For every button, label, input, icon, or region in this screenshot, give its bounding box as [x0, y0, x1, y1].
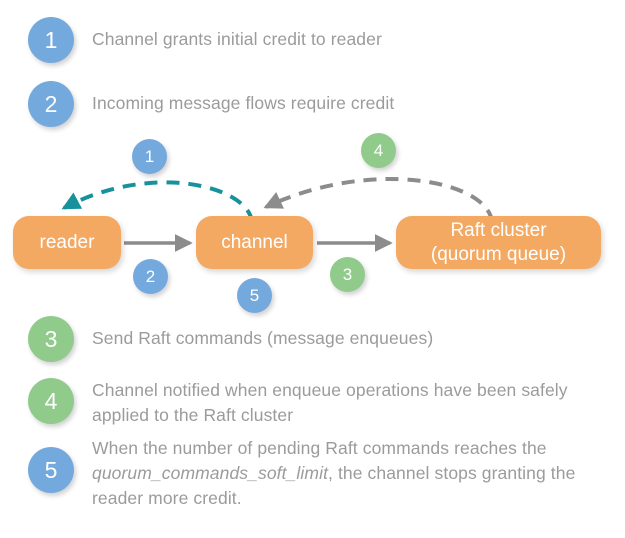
node-reader[interactable]: reader: [13, 216, 121, 269]
legend-text-1: Channel grants initial credit to reader: [92, 29, 382, 49]
marker-4-number: 4: [373, 140, 384, 160]
legend-text-2: Incoming message flows require credit: [92, 93, 395, 113]
marker-3-raft-commands: 3: [330, 257, 365, 292]
node-raft-cluster-label-line2: (quorum queue): [430, 243, 567, 265]
node-raft-cluster-label-line1: Raft cluster: [450, 219, 547, 241]
node-raft-cluster[interactable]: Raft cluster (quorum queue): [396, 216, 601, 269]
legend-bullet-4: 4: [28, 378, 74, 424]
node-channel-label: channel: [221, 231, 288, 253]
legend-bullet-2-number: 2: [44, 90, 58, 117]
legend-bullet-1: 1: [28, 17, 74, 63]
legend-bullet-3-number: 3: [44, 325, 58, 352]
marker-3-number: 3: [342, 264, 353, 284]
node-channel[interactable]: channel: [196, 216, 313, 269]
marker-1-number: 1: [144, 146, 155, 166]
legend-bullet-5-number: 5: [44, 456, 58, 483]
legend-text-3: Send Raft commands (message enqueues): [92, 328, 434, 348]
legend-text-5: When the number of pending Raft commands…: [92, 436, 620, 511]
marker-5-soft-limit: 5: [237, 278, 272, 313]
legend-bullet-2: 2: [28, 81, 74, 127]
legend-text-5-emphasis: quorum_commands_soft_limit: [92, 463, 329, 483]
legend-text-5-after: , the channel stops granting the reader …: [92, 463, 576, 508]
node-reader-label: reader: [39, 231, 95, 253]
legend-bullet-3: 3: [28, 316, 74, 362]
legend-text-5-before: When the number of pending Raft commands…: [92, 438, 547, 458]
legend-bullet-4-number: 4: [44, 387, 58, 414]
legend-text-4: Channel notified when enqueue operations…: [92, 380, 568, 425]
legend-bullet-1-number: 1: [44, 26, 58, 53]
marker-4-notification: 4: [361, 133, 396, 168]
marker-2-message-flow: 2: [133, 259, 168, 294]
legend-bullet-5: 5: [28, 447, 74, 493]
marker-1-credit-grant: 1: [132, 139, 167, 174]
marker-5-number: 5: [249, 285, 260, 305]
marker-2-number: 2: [145, 266, 156, 286]
